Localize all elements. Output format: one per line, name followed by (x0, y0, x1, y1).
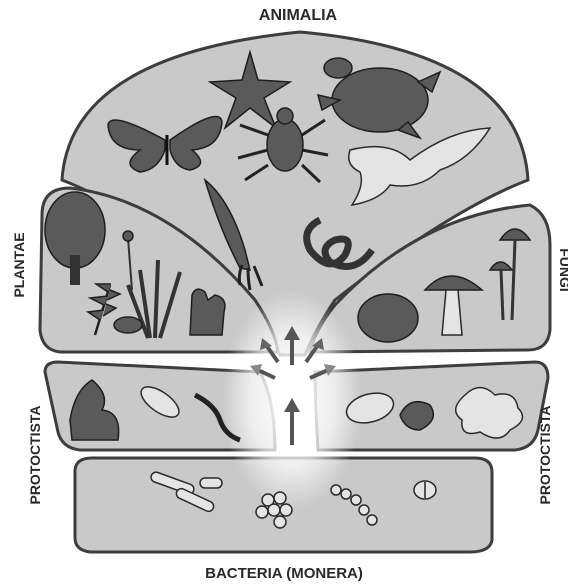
bacteria-label: BACTERIA (MONERA) (205, 565, 363, 582)
lichen-icon (358, 294, 418, 342)
protoctista-right-label: PROTOCTISTA (537, 405, 553, 504)
plantae-label: PLANTAE (11, 232, 27, 297)
protoctista-left-label: PROTOCTISTA (27, 405, 43, 504)
diplococcus-icon (414, 481, 436, 499)
fungi-label: FUNGI (557, 248, 568, 292)
animalia-label: ANIMALIA (259, 7, 338, 24)
